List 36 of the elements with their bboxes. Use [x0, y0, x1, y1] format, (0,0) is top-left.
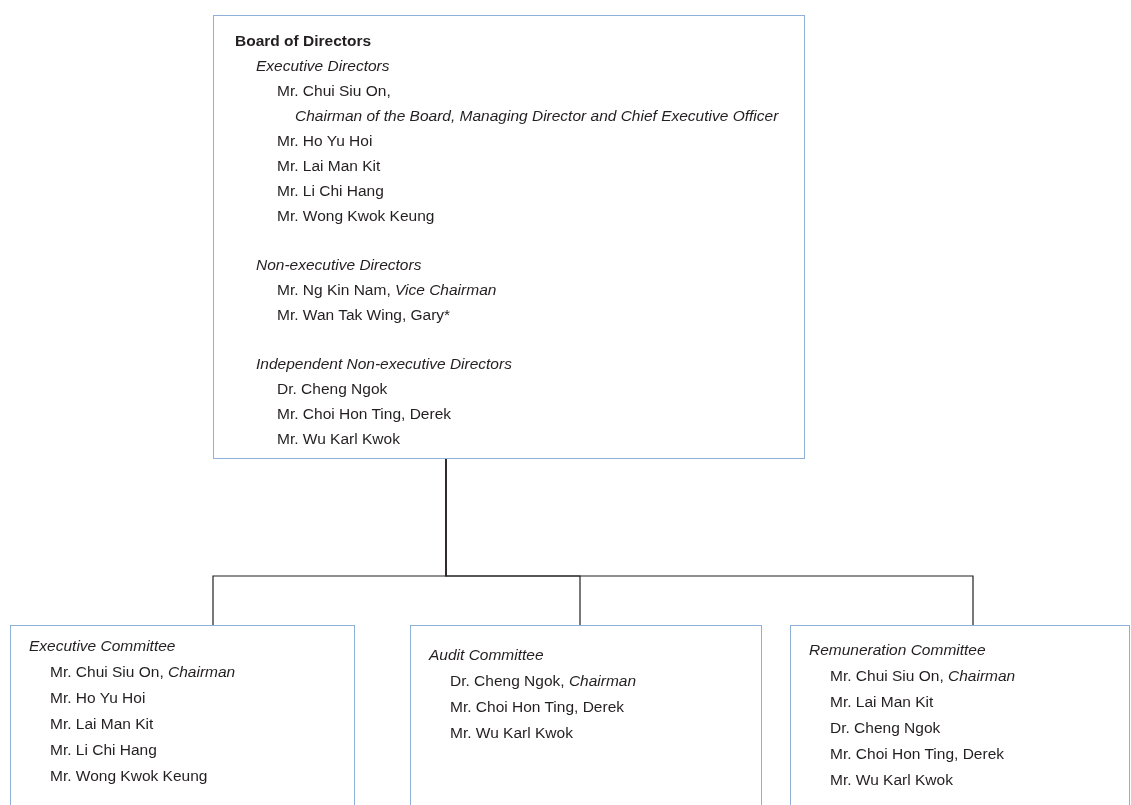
connector-line — [445, 458, 974, 626]
committee-box — [410, 625, 762, 805]
member-name: Dr. Cheng Ngok — [276, 379, 388, 399]
member-name: Mr. Choi Hon Ting, Derek — [449, 697, 624, 717]
subheading: Independent Non-executive Directors — [255, 354, 512, 374]
member-name: Mr. Choi Hon Ting, Derek — [276, 404, 451, 424]
member-name: Mr. Chui Siu On, Chairman — [829, 666, 1016, 686]
committee-title: Remuneration Committee — [809, 640, 986, 660]
member-name: Mr. Wu Karl Kwok — [829, 770, 953, 790]
committee-box — [10, 625, 355, 805]
member-name: Mr. Wong Kwok Keung — [276, 206, 435, 226]
member-name: Mr. Chui Siu On, Chairman — [49, 662, 236, 682]
member-name: Mr. Li Chi Hang — [49, 740, 157, 760]
committee-title: Executive Committee — [29, 636, 176, 656]
member-name: Mr. Choi Hon Ting, Derek — [829, 744, 1004, 764]
member-name: Mr. Lai Man Kit — [49, 714, 154, 734]
member-name: Dr. Cheng Ngok, Chairman — [449, 671, 637, 691]
member-name: Mr. Li Chi Hang — [276, 181, 384, 201]
committee-box — [790, 625, 1130, 805]
member-name: Dr. Cheng Ngok — [829, 718, 941, 738]
member-name: Mr. Wu Karl Kwok — [276, 429, 400, 449]
member-name: Mr. Ho Yu Hoi — [276, 131, 373, 151]
member-name: Mr. Wu Karl Kwok — [449, 723, 573, 743]
subheading: Executive Directors — [255, 56, 390, 76]
member-name: Mr. Chui Siu On, — [276, 81, 391, 101]
member-name: Mr. Lai Man Kit — [276, 156, 381, 176]
member-name: Mr. Wong Kwok Keung — [49, 766, 208, 786]
committee-title: Audit Committee — [429, 645, 544, 665]
board-box — [213, 15, 805, 459]
subheading: Non-executive Directors — [255, 255, 422, 275]
member-name: Mr. Ho Yu Hoi — [49, 688, 146, 708]
heading: Board of Directors — [235, 31, 372, 51]
member-name: Mr. Wan Tak Wing, Gary* — [276, 305, 451, 325]
subheading: Chairman of the Board, Managing Director and Chief Executive Officer — [294, 106, 779, 126]
member-name: Mr. Ng Kin Nam, Vice Chairman — [276, 280, 497, 300]
member-name: Mr. Lai Man Kit — [829, 692, 934, 712]
